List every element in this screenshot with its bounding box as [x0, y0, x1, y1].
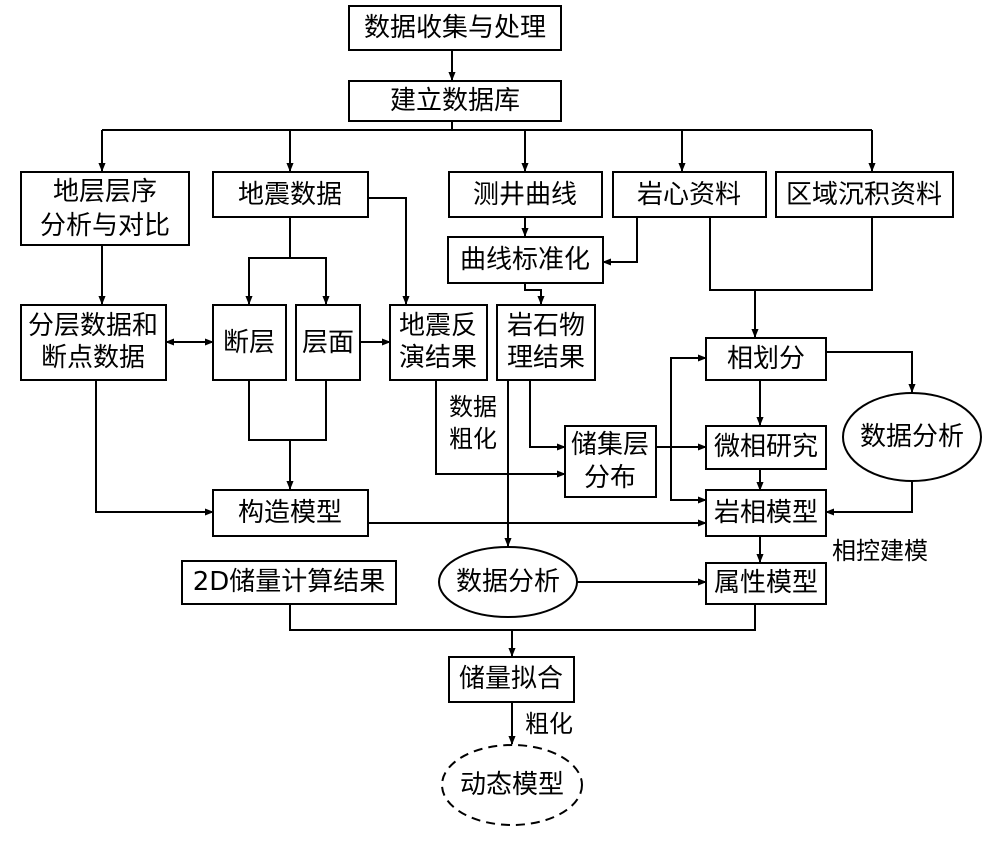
box-reserves2d	[181, 560, 397, 605]
box-curvestd	[447, 236, 604, 284]
label-petro-2: 理结果	[507, 343, 585, 373]
annotations: 数据 粗化 相控建模 粗化	[449, 393, 928, 738]
box-strat	[20, 171, 190, 246]
label-layerdata-1: 分层数据和	[28, 311, 158, 341]
arrow-seismic-to-inversion	[368, 197, 410, 305]
box-reservoir	[564, 425, 657, 498]
box-database	[348, 80, 562, 122]
label-data-collection: 数据收集与处理	[364, 13, 546, 43]
line-fault-horizon-join	[248, 380, 327, 441]
box-regional	[775, 171, 954, 218]
box-inversion	[389, 304, 488, 381]
label-reserves2d: 2D储量计算结果	[193, 567, 386, 597]
label-inversion-2: 演结果	[399, 343, 477, 373]
node-labels: 数据收集与处理 建立数据库 地层层序 分析与对比 地震数据 测井曲线 岩心资料 …	[28, 13, 964, 800]
box-microfacies	[705, 425, 827, 470]
label-strat-2: 分析与对比	[40, 211, 170, 241]
box-welllog	[448, 171, 603, 218]
arrow-petro-to-reservoir	[529, 380, 566, 451]
box-faciesmodel	[705, 489, 827, 537]
arrow-seismic-to-fault	[245, 217, 291, 305]
box-fault	[212, 304, 287, 381]
box-faciesdiv	[705, 337, 827, 381]
label-petro-1: 岩石物	[507, 311, 585, 341]
box-seismic	[212, 171, 369, 218]
line-core-down	[709, 217, 755, 291]
label-faciesdiv: 相划分	[727, 344, 805, 374]
nodes	[20, 5, 982, 826]
arrow-layerdata-to-structural	[95, 380, 214, 516]
connectors	[95, 50, 916, 745]
label-fault: 断层	[223, 328, 275, 358]
arrow-curvestd-to-petro	[524, 283, 545, 305]
label-dynamic: 动态模型	[460, 770, 564, 800]
arrow-seismic-to-horizon	[290, 257, 330, 305]
line-regional-down	[755, 217, 873, 291]
box-reservefit	[448, 656, 575, 703]
label-dataanalysis-mid: 数据分析	[456, 567, 560, 597]
label-welllog: 测井曲线	[473, 180, 577, 210]
box-core	[612, 171, 767, 218]
label-reservoir-1: 储集层	[571, 430, 649, 460]
label-faciesmodel: 岩相模型	[714, 498, 818, 528]
arrow-faciesdiv-to-dataanalysis	[826, 351, 916, 393]
label-property: 属性模型	[714, 568, 818, 598]
label-structural: 构造模型	[238, 498, 342, 528]
annotation-coarsen-2: 粗化	[525, 710, 573, 738]
ellipse-dynamic	[441, 744, 583, 826]
annotation-facies-control: 相控建模	[832, 537, 928, 565]
arrow-inversion-to-reservoir	[435, 380, 566, 478]
annotation-coarsen-1a: 数据	[449, 393, 497, 421]
label-seismic: 地震数据	[238, 180, 342, 210]
arrow-dataanalysis-to-faciesmodel	[825, 482, 913, 516]
line-bracket	[670, 357, 706, 501]
annotation-coarsen-1b: 粗化	[449, 425, 497, 453]
label-reservefit: 储量拟合	[459, 664, 563, 694]
ellipse-dataanalysis-mid	[438, 546, 578, 618]
label-layerdata-2: 断点数据	[41, 343, 145, 373]
box-layerdata	[20, 304, 167, 381]
label-microfacies: 微相研究	[714, 432, 818, 462]
label-regional: 区域沉积资料	[786, 180, 942, 210]
line-bottom-join	[289, 604, 756, 631]
label-core: 岩心资料	[637, 180, 741, 210]
label-strat-1: 地层层序	[53, 177, 157, 207]
box-structural	[212, 489, 369, 537]
label-reservoir-2: 分布	[584, 463, 636, 493]
label-inversion-1: 地震反	[399, 311, 477, 341]
label-database: 建立数据库	[390, 86, 520, 116]
box-data-collection	[348, 5, 562, 51]
ellipse-dataanalysis-right	[842, 392, 982, 482]
label-dataanalysis-right: 数据分析	[860, 422, 964, 452]
box-petro	[496, 304, 596, 381]
label-curvestd: 曲线标准化	[460, 245, 590, 275]
label-horizon: 层面	[302, 328, 354, 358]
arrow-core-to-curvestd	[602, 217, 638, 266]
box-horizon	[295, 304, 361, 381]
box-property	[705, 562, 827, 605]
